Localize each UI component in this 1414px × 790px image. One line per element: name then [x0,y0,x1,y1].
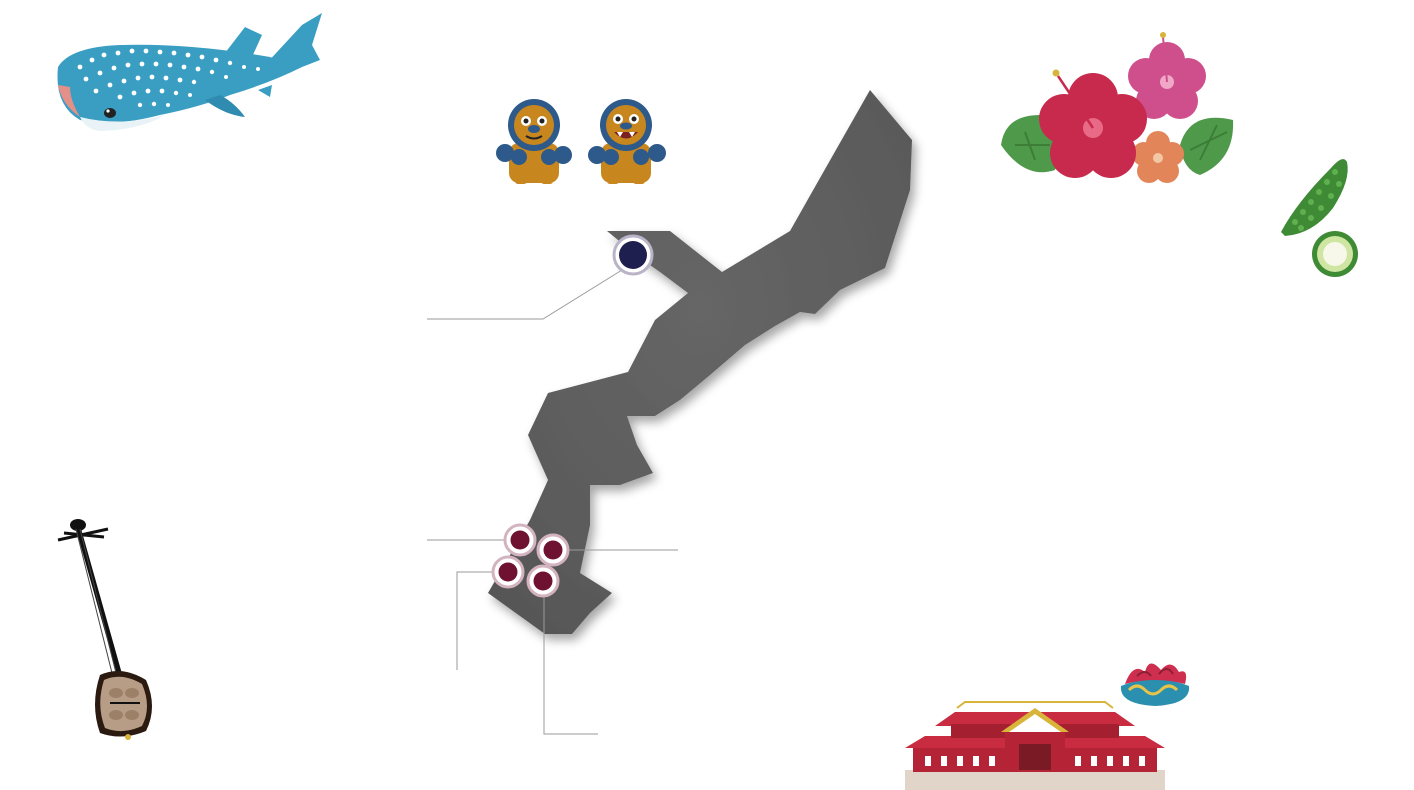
leader-line-south-4 [543,594,598,735]
marker-south-2[interactable] [536,533,570,567]
marker-south-3[interactable] [491,555,525,589]
shisa-lion-dogs-illustration [496,99,666,184]
hanagasa-hat-illustration [1120,663,1190,706]
marker-south-4[interactable] [526,564,560,598]
marker-north[interactable] [612,234,654,276]
whale-shark-illustration [57,13,322,131]
shuri-castle-illustration [905,701,1165,790]
hibiscus-flowers-illustration [1001,32,1234,183]
sanshin-instrument-illustration [57,519,152,740]
leader-line-north [427,269,623,320]
okinawa-island-shape [488,90,912,634]
goya-bitter-melon-illustration [1281,159,1358,277]
leader-line-south-3 [456,571,497,670]
leader-lines [427,269,678,735]
marker-south-1[interactable] [503,523,537,557]
